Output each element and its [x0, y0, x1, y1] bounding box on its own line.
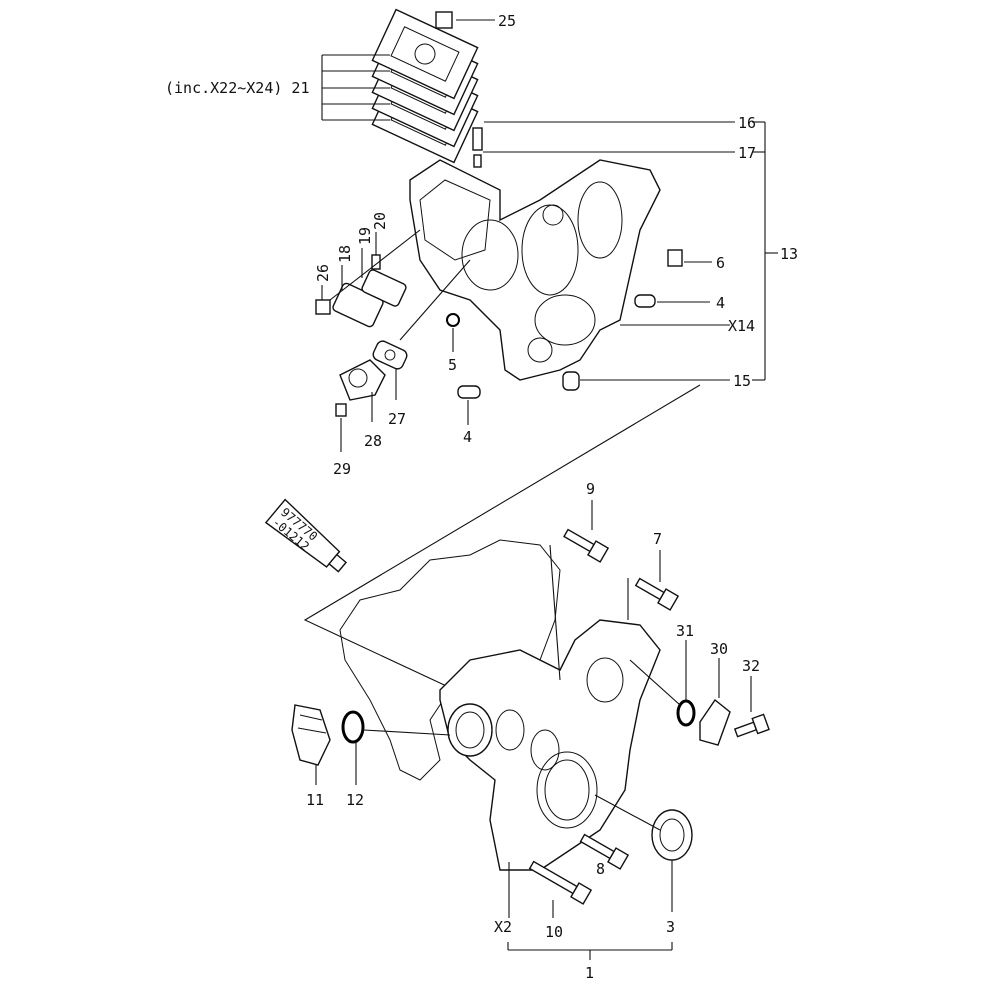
bracket-21 [321, 54, 390, 121]
label-9: 9 [586, 480, 595, 498]
label-20: 20 [371, 212, 389, 230]
label-28: 28 [364, 432, 382, 450]
label-8: 8 [596, 860, 605, 878]
gasket-plane-outline [303, 384, 701, 691]
sealant-tube: 977770 -01212 [264, 498, 348, 573]
label-32: 32 [742, 657, 760, 675]
bolt-9 [563, 528, 610, 563]
label-30: 30 [710, 640, 728, 658]
bolt-8 [579, 833, 630, 870]
label-1: 1 [585, 964, 594, 982]
thermostat-housing-28 [339, 359, 386, 401]
front-gear-cover [439, 619, 661, 871]
bolt-29 [335, 403, 347, 417]
label-5: 5 [448, 356, 457, 374]
label-10: 10 [545, 923, 563, 941]
cover-plate-30 [699, 698, 731, 746]
o-ring-5 [446, 313, 460, 327]
label-16: 16 [738, 114, 756, 132]
label-7: 7 [653, 530, 662, 548]
label-15: 15 [733, 372, 751, 390]
label-4-lower: 4 [463, 428, 472, 446]
label-X2: X2 [494, 918, 512, 936]
o-ring-12 [341, 710, 365, 744]
bolt-10 [528, 860, 593, 905]
label-18: 18 [336, 245, 354, 263]
dowel-4-lower [457, 385, 481, 399]
label-31: 31 [676, 622, 694, 640]
dowel-15 [562, 371, 580, 391]
label-21: (inc.X22~X24) 21 [165, 79, 310, 97]
nut-25 [435, 11, 453, 29]
gasket-27 [372, 340, 408, 370]
label-13: 13 [780, 245, 798, 263]
o-ring-31 [676, 699, 696, 727]
oil-seal-3 [651, 809, 693, 861]
label-11: 11 [306, 791, 324, 809]
spring-16 [472, 127, 483, 151]
gasket-19 [361, 269, 407, 307]
bolt-7 [634, 577, 680, 611]
bolt-32 [733, 713, 770, 738]
label-26: 26 [314, 264, 332, 282]
label-17: 17 [738, 144, 756, 162]
gasket-stack [371, 8, 479, 164]
dowel-4-upper [634, 294, 656, 308]
bolt-6 [667, 249, 683, 267]
label-X14: X14 [728, 317, 755, 335]
gear-case-housing [409, 159, 661, 381]
cap-11 [291, 704, 331, 766]
bolt-26 [315, 299, 331, 315]
label-27: 27 [388, 410, 406, 428]
pin-17 [473, 154, 482, 168]
label-4-upper: 4 [716, 294, 725, 312]
label-6: 6 [716, 254, 725, 272]
label-3: 3 [666, 918, 675, 936]
label-12: 12 [346, 791, 364, 809]
label-25: 25 [498, 12, 516, 30]
label-29: 29 [333, 460, 351, 478]
label-19: 19 [356, 227, 374, 245]
